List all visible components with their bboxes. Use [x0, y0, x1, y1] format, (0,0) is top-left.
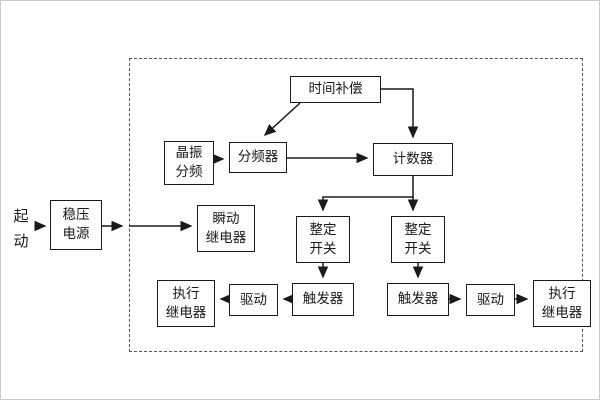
box-crystal-divider-line2: 分频	[175, 164, 203, 180]
box-trigger-right-label: 触发器	[397, 291, 439, 307]
box-exec-relay-left-line2: 继电器	[165, 304, 207, 321]
box-frequency-divider: 分频器	[229, 142, 287, 173]
box-trigger-left-label: 触发器	[302, 291, 344, 307]
box-frequency-divider-label: 分频器	[237, 149, 279, 165]
box-setting-switch-left-line2: 开关	[309, 240, 337, 257]
start-label-line1: 起	[13, 207, 29, 225]
box-setting-switch-right-line2: 开关	[404, 240, 432, 257]
box-exec-relay-right-line2: 继电器	[541, 304, 583, 321]
start-label-line2: 动	[13, 232, 29, 250]
box-setting-switch-right: 整定 开关	[391, 216, 445, 263]
box-setting-switch-left-line1: 整定	[309, 221, 337, 238]
box-time-compensation: 时间补偿	[290, 76, 381, 103]
box-instant-relay-line1: 瞬动	[212, 210, 240, 227]
box-crystal-divider: 晶振 分频	[164, 141, 214, 185]
box-exec-relay-left: 执行 继电器	[157, 280, 215, 327]
start-label: 起 动	[7, 204, 35, 254]
box-drive-left-label: 驱动	[240, 291, 267, 308]
box-instant-relay: 瞬动 继电器	[197, 205, 255, 252]
box-voltage-regulator-line1: 稳压	[62, 207, 90, 223]
box-counter: 计数器	[373, 143, 453, 176]
box-exec-relay-right-line1: 执行	[548, 285, 576, 302]
box-drive-right-label: 驱动	[477, 291, 504, 308]
box-instant-relay-line2: 继电器	[205, 229, 247, 246]
box-trigger-left: 触发器	[292, 283, 354, 316]
box-setting-switch-left: 整定 开关	[296, 216, 350, 263]
box-setting-switch-right-line1: 整定	[404, 221, 432, 238]
dashed-enclosure	[129, 58, 583, 352]
box-drive-left: 驱动	[229, 284, 278, 316]
box-counter-label: 计数器	[392, 151, 434, 167]
box-voltage-regulator-line2: 电源	[62, 226, 90, 242]
box-exec-relay-left-line1: 执行	[172, 285, 200, 302]
box-drive-right: 驱动	[466, 284, 515, 316]
box-crystal-divider-line1: 晶振	[175, 145, 203, 161]
box-time-compensation-label: 时间补偿	[308, 81, 363, 97]
box-voltage-regulator-power: 稳压 电源	[50, 200, 102, 250]
box-trigger-right: 触发器	[387, 283, 449, 316]
box-exec-relay-right: 执行 继电器	[533, 280, 591, 327]
